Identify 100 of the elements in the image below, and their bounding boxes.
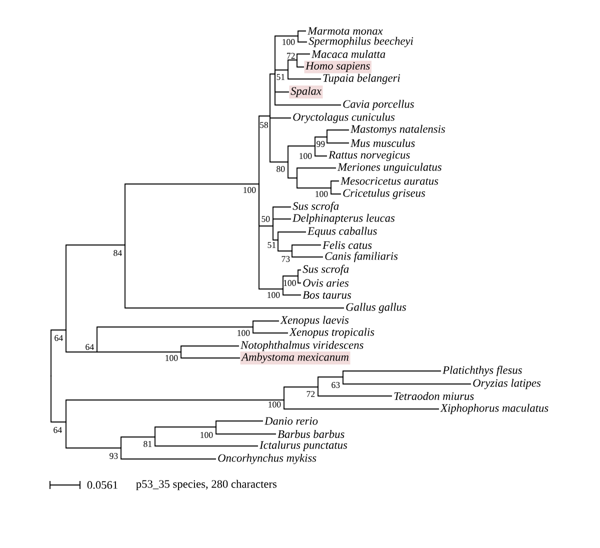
- bootstrap-value: 72: [306, 391, 315, 397]
- branch-line: [258, 116, 270, 184]
- branch-line: [292, 244, 322, 252]
- species-label: Equus caballus: [307, 226, 377, 238]
- species-label: Barbus barbus: [278, 430, 344, 438]
- branch-line: [66, 330, 98, 352]
- species-label: Notophthalmus viridescens: [240, 340, 364, 352]
- branch-line: [298, 36, 308, 42]
- branch-line: [66, 400, 284, 422]
- branch-line: [270, 116, 292, 118]
- branch-line: [96, 326, 254, 352]
- highlighted-species-label: Homo sapiens: [304, 60, 372, 74]
- branch-line: [154, 436, 258, 446]
- branch-line: [296, 178, 332, 188]
- species-label: Rattus norvegicus: [328, 151, 410, 161]
- branch-line: [342, 376, 472, 384]
- branch-line: [274, 74, 342, 106]
- branch-line: [278, 232, 306, 240]
- species-label: Macaca mulatta: [311, 50, 386, 58]
- bootstrap-value: 100: [244, 187, 256, 193]
- bootstrap-value: 100: [238, 330, 250, 336]
- branch-line: [288, 162, 298, 178]
- branch-line: [330, 188, 342, 194]
- branch-line: [258, 184, 284, 290]
- branch-line: [252, 320, 280, 328]
- bootstrap-value: 72: [287, 52, 295, 59]
- species-label: Oryzias latipes: [473, 378, 541, 390]
- branch-line: [66, 244, 126, 330]
- bootstrap-value: 100: [268, 402, 281, 408]
- branch-line: [180, 346, 240, 352]
- species-label: Spermophilus beecheyi: [308, 36, 414, 48]
- bootstrap-value: 80: [276, 166, 285, 172]
- species-label: Mastomys natalensis: [350, 124, 446, 136]
- bootstrap-value: 99: [316, 141, 325, 147]
- species-label: Sus scrofa: [302, 264, 349, 276]
- bootstrap-value: 63: [332, 382, 340, 388]
- branch-line: [124, 244, 344, 308]
- bootstrap-value: 51: [268, 242, 276, 248]
- branch-line: [342, 370, 442, 378]
- branch-line: [282, 276, 298, 290]
- bootstrap-value: 64: [54, 427, 62, 433]
- branch-line: [270, 116, 288, 162]
- bootstrap-value: 50: [262, 216, 270, 222]
- bootstrap-value: 58: [260, 122, 268, 128]
- branch-line: [292, 250, 324, 258]
- species-label: Cavia porcellus: [343, 100, 414, 110]
- bootstrap-value: 100: [316, 191, 328, 197]
- bootstrap-value: 64: [54, 335, 63, 341]
- branch-line: [66, 422, 122, 448]
- bootstrap-value: 51: [276, 74, 285, 80]
- species-label: Bos taurus: [302, 291, 352, 299]
- species-label: Gallus gallus: [346, 302, 406, 314]
- species-label: Felis catus: [322, 241, 372, 249]
- highlighted-species-label: Ambystoma mexicanum: [240, 352, 350, 364]
- branch-line: [296, 168, 336, 178]
- bootstrap-value: 100: [284, 280, 296, 286]
- species-label: Ictalurus punctatus: [260, 440, 348, 452]
- species-label: Oryctolagus cuniculus: [293, 112, 395, 124]
- branch-line: [288, 146, 316, 162]
- species-label: Xenopus laevis: [280, 316, 349, 326]
- bootstrap-value: 64: [86, 344, 94, 350]
- bootstrap-value: 84: [114, 250, 122, 256]
- species-label: Marmota monax: [307, 27, 383, 35]
- species-label: Tetraodon miurus: [394, 392, 474, 400]
- species-label: Canis familiaris: [325, 252, 398, 262]
- branch-line: [318, 386, 392, 396]
- highlighted-species-label: Spalax: [289, 86, 323, 98]
- branch-line: [298, 270, 302, 276]
- branch-line: [124, 184, 260, 246]
- branch-line: [272, 226, 278, 240]
- species-label: Delphinapterus leucas: [292, 214, 395, 224]
- species-label: Mesocricetus auratus: [340, 177, 438, 185]
- branch-line: [326, 136, 350, 144]
- species-label: Cricetulus griseus: [343, 188, 426, 200]
- branch-line: [282, 288, 302, 296]
- branch-line: [272, 218, 292, 226]
- branch-line: [50, 330, 66, 376]
- species-label: Mus musculus: [350, 139, 415, 147]
- branch-line: [278, 240, 292, 252]
- branch-line: [288, 60, 298, 70]
- branch-line: [318, 376, 344, 388]
- species-label: Danio rerio: [264, 417, 318, 425]
- branch-line: [330, 180, 340, 188]
- branch-line: [326, 130, 350, 138]
- bootstrap-value: 73: [282, 256, 290, 262]
- branch-line: [284, 386, 318, 400]
- branch-line: [314, 146, 328, 156]
- branch-line: [216, 420, 264, 428]
- branch-line: [154, 426, 216, 438]
- species-label: Xenopus tropicalis: [289, 328, 374, 338]
- branch-line: [252, 326, 288, 334]
- bootstrap-value: 100: [200, 432, 213, 438]
- species-label: Sus scrofa: [292, 202, 339, 212]
- branch-line: [314, 136, 328, 146]
- bootstrap-value: 100: [300, 153, 312, 159]
- species-label: Meriones unguiculatus: [337, 162, 442, 174]
- branch-line: [216, 426, 276, 434]
- branch-line: [288, 70, 322, 80]
- branch-line: [296, 54, 310, 60]
- branch-line: [120, 436, 156, 448]
